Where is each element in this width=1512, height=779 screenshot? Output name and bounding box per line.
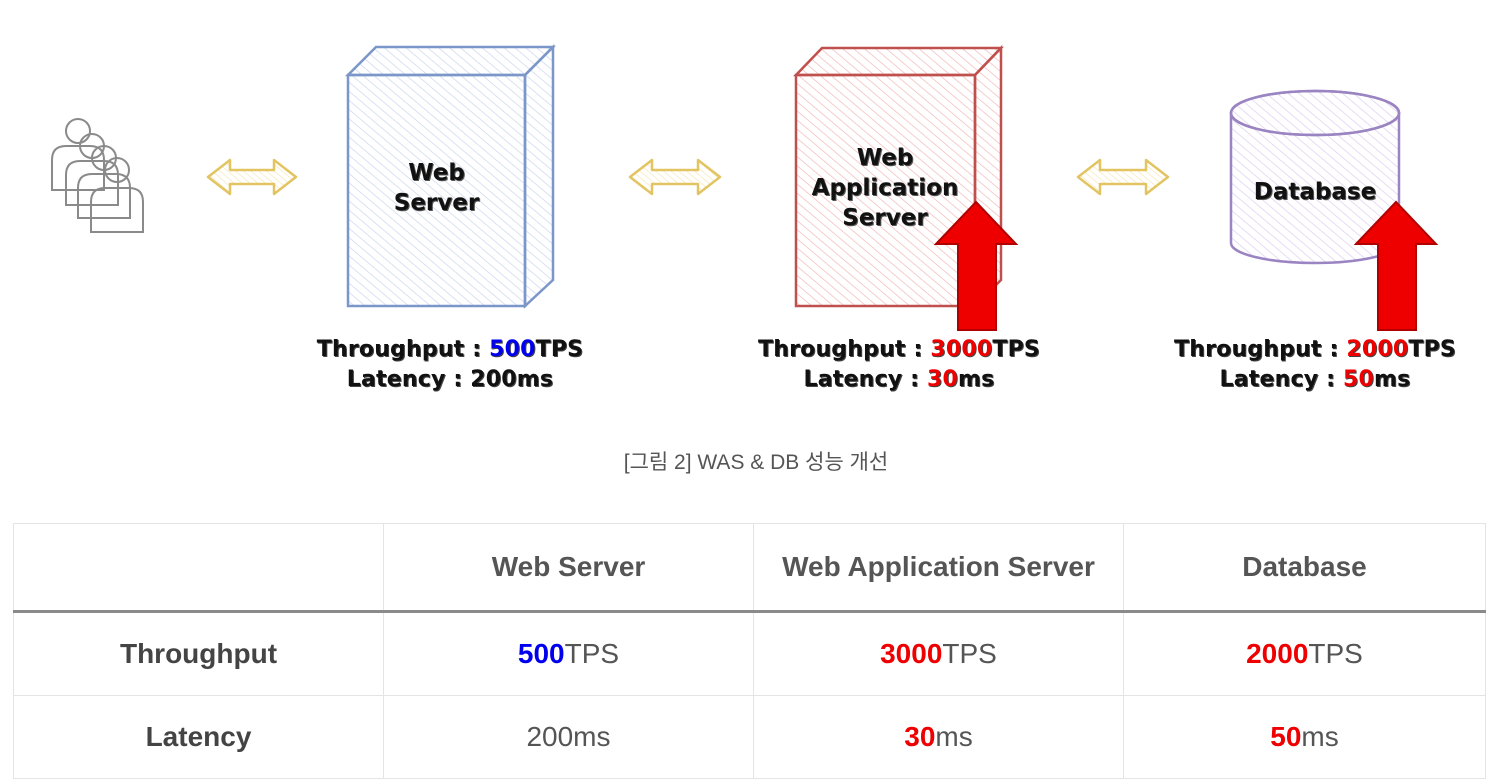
cell-value: 2000	[1246, 638, 1309, 669]
was-title-line1: Web	[856, 145, 914, 171]
was-title-line3: Server	[842, 205, 928, 231]
throughput-unit: TPS	[535, 337, 584, 362]
throughput-value: 3000	[930, 337, 993, 362]
database-throughput: Throughput : 2000TPS	[1156, 335, 1474, 365]
cell-value: 50	[1270, 721, 1302, 752]
table-cell: 30ms	[753, 695, 1124, 779]
latency-label: Latency :	[346, 367, 471, 392]
database-metrics: Throughput : 2000TPS Latency : 50ms	[1156, 335, 1474, 395]
was-latency: Latency : 30ms	[740, 365, 1058, 395]
throughput-label: Throughput :	[1174, 337, 1347, 362]
cell-value: 30	[904, 721, 936, 752]
row-label: Throughput	[13, 611, 384, 696]
cell-value: 500	[517, 638, 565, 669]
table-header-cell: Database	[1123, 523, 1486, 613]
database-title: Database	[1253, 179, 1377, 205]
table-header-row: Web Server Web Application Server Databa…	[13, 523, 1486, 613]
row-label: Latency	[13, 695, 384, 779]
was-throughput: Throughput : 3000TPS	[740, 335, 1058, 365]
performance-table: Web Server Web Application Server Databa…	[13, 523, 1486, 779]
was-metrics: Throughput : 3000TPS Latency : 30ms	[740, 335, 1058, 395]
table-row: Latency 200ms 30ms 50ms	[13, 695, 1486, 779]
cell-unit: TPS	[942, 638, 997, 669]
table-cell: 500TPS	[383, 611, 754, 696]
web-server-title-line1: Web	[408, 160, 465, 186]
figure-caption: [그림 2] WAS & DB 성능 개선	[623, 451, 889, 474]
database-latency: Latency : 50ms	[1156, 365, 1474, 395]
database-cylinder	[1229, 89, 1401, 265]
cell-unit: 200ms	[526, 721, 611, 752]
cell-unit: ms	[1301, 721, 1339, 752]
throughput-value: 500	[489, 337, 536, 362]
latency-label: Latency :	[803, 367, 928, 392]
web-server-title: Web Server	[348, 158, 525, 218]
latency-unit: ms	[1374, 367, 1411, 392]
table-header-cell: Web Application Server	[753, 523, 1124, 613]
throughput-value: 2000	[1346, 337, 1409, 362]
throughput-label: Throughput :	[758, 337, 931, 362]
was-title-line2: Application	[811, 175, 959, 201]
table-header-cell: Web Server	[383, 523, 754, 613]
cell-unit: ms	[935, 721, 973, 752]
web-server-latency: Latency : 200ms	[300, 365, 600, 395]
latency-value: 50	[1343, 367, 1375, 392]
web-server-title-line2: Server	[393, 190, 480, 216]
cell-unit: TPS	[1308, 638, 1363, 669]
table-header-cell	[13, 523, 384, 613]
throughput-unit: TPS	[1408, 337, 1456, 362]
users-icon	[51, 118, 144, 233]
double-arrow-icon	[206, 158, 298, 196]
web-server-box	[344, 43, 557, 309]
table-row: Throughput 500TPS 3000TPS 2000TPS	[13, 611, 1486, 696]
latency-label: Latency :	[1219, 367, 1344, 392]
double-arrow-icon	[628, 158, 722, 196]
was-title: Web Application Server	[790, 143, 980, 233]
throughput-unit: TPS	[992, 337, 1040, 362]
cell-value: 3000	[880, 638, 943, 669]
latency-value: 200ms	[470, 367, 554, 392]
architecture-diagram	[51, 43, 1439, 331]
was-box	[793, 44, 1004, 310]
table-cell: 50ms	[1123, 695, 1486, 779]
table-cell: 3000TPS	[753, 611, 1124, 696]
table-cell: 200ms	[383, 695, 754, 779]
table-cell: 2000TPS	[1123, 611, 1486, 696]
up-arrow-icon	[1353, 200, 1439, 331]
web-server-metrics: Throughput : 500TPS Latency : 200ms	[300, 335, 600, 395]
throughput-label: Throughput :	[316, 337, 490, 362]
web-server-throughput: Throughput : 500TPS	[300, 335, 600, 365]
double-arrow-icon	[1076, 158, 1170, 196]
cell-unit: TPS	[564, 638, 620, 669]
up-arrow-icon	[933, 200, 1019, 331]
latency-unit: ms	[958, 367, 995, 392]
latency-value: 30	[927, 367, 959, 392]
